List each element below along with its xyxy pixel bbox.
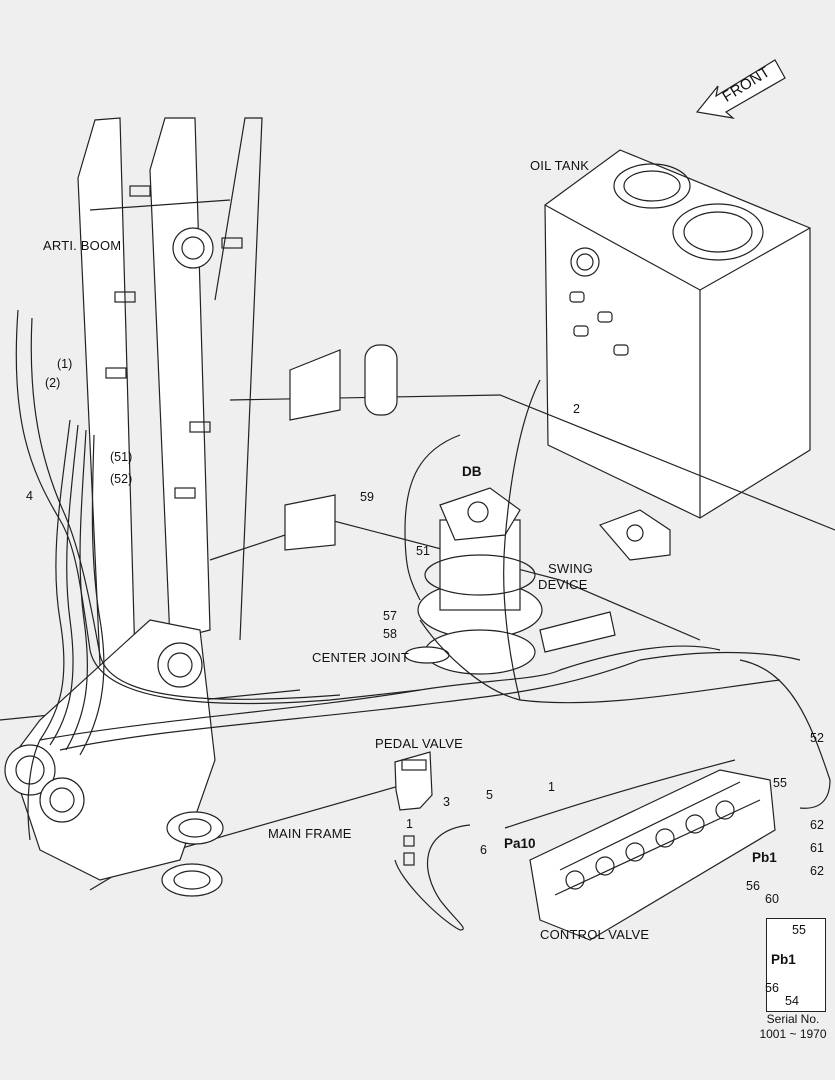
callout-1-pedal: 1 <box>406 817 413 831</box>
callout-52: 52 <box>810 731 824 745</box>
inset-port-pb1-label: Pb1 <box>771 952 796 967</box>
callout-61: 61 <box>810 841 824 855</box>
front-direction-arrow <box>695 59 786 119</box>
oil-tank-drawing <box>544 149 811 519</box>
callout-51: 51 <box>416 544 430 558</box>
callout-56: 56 <box>746 879 760 893</box>
inset-callout-55: 55 <box>792 923 806 937</box>
callout-60: 60 <box>765 892 779 906</box>
port-db-label: DB <box>462 464 482 479</box>
port-pb1-label: Pb1 <box>752 850 777 865</box>
control-valve-label: CONTROL VALVE <box>540 927 650 942</box>
pilot-hoses <box>15 309 831 931</box>
pedal-valve-drawing <box>394 751 433 866</box>
arti-boom-label: ARTI. BOOM <box>43 238 122 253</box>
swing-device-label-line1: SWING <box>548 561 594 576</box>
arti-boom-drawing <box>77 117 263 666</box>
main-frame-label: MAIN FRAME <box>268 826 352 841</box>
callout-5: 5 <box>486 788 493 802</box>
callout-62-upper: 62 <box>810 818 824 832</box>
oil-tank-label: OIL TANK <box>530 158 590 173</box>
center-joint-drawing <box>404 646 450 664</box>
inset-callout-54: 54 <box>785 994 799 1008</box>
callout-2: 2 <box>573 402 580 416</box>
callout-55: 55 <box>773 776 787 790</box>
control-valve-drawing <box>529 769 776 941</box>
callout-51-paren: (51) <box>110 450 133 464</box>
callout-52-paren: (52) <box>110 472 133 486</box>
serial-number-label: Serial No. 1001 ~ 1970 <box>758 1012 828 1042</box>
pb1-detail-inset <box>766 918 826 1012</box>
callout-59: 59 <box>360 490 374 504</box>
callout-62-lower: 62 <box>810 864 824 878</box>
callout-58: 58 <box>383 627 397 641</box>
swing-device-label-line2: DEVICE <box>538 577 588 592</box>
inset-callout-56: 56 <box>765 981 779 995</box>
serial-number-title: Serial No. <box>766 1012 820 1026</box>
serial-number-range: 1001 ~ 1970 <box>759 1027 827 1041</box>
swing-device-drawing <box>417 487 543 675</box>
pedal-valve-label: PEDAL VALVE <box>375 736 463 751</box>
callout-1-hose: 1 <box>548 780 555 794</box>
center-joint-label: CENTER JOINT <box>312 650 410 665</box>
callout-6: 6 <box>480 843 487 857</box>
callout-1-paren: (1) <box>57 357 73 371</box>
callout-2-paren: (2) <box>45 376 61 390</box>
callout-4: 4 <box>26 489 33 503</box>
port-pa10-label: Pa10 <box>504 836 536 851</box>
main-frame-drawing <box>0 344 835 897</box>
callout-57: 57 <box>383 609 397 623</box>
callout-3: 3 <box>443 795 450 809</box>
